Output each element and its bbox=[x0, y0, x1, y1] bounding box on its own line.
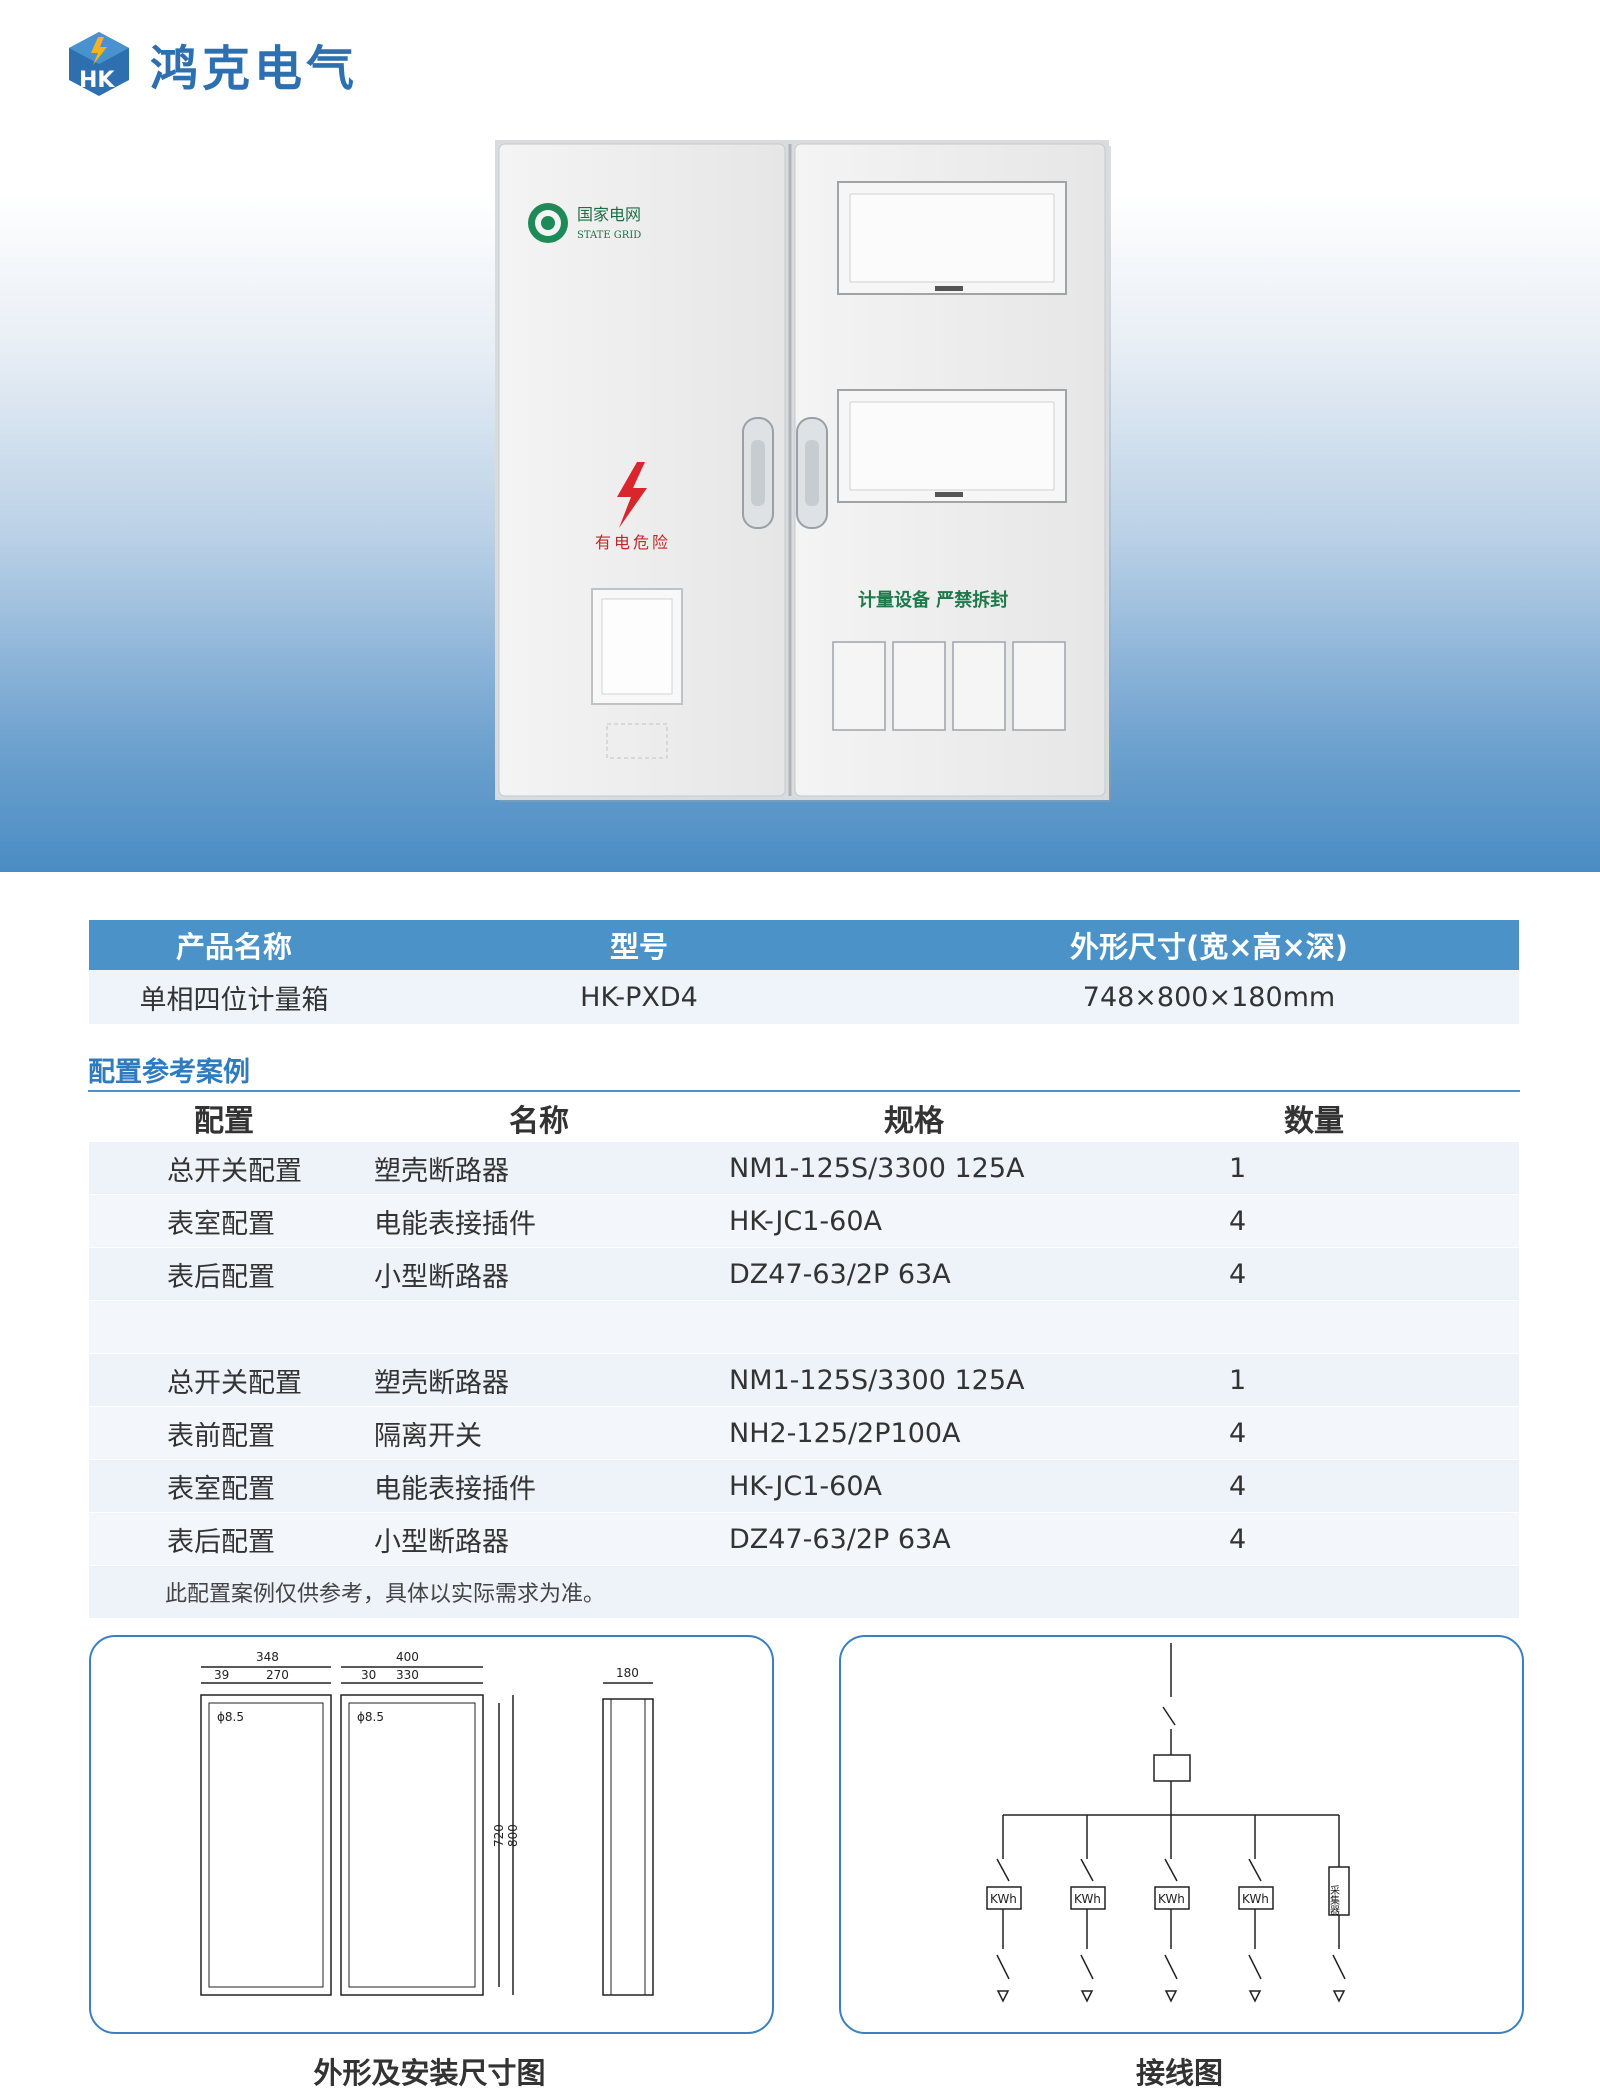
dim-height-outer: 800 bbox=[506, 1824, 520, 1847]
dimension-drawing: 348 400 39 270 30 330 180 ϕ8.5 ϕ8.5 720 … bbox=[200, 1650, 654, 1996]
config-header-config: 配置 bbox=[194, 1104, 254, 1139]
table-row-spacer bbox=[89, 1301, 1519, 1354]
spec-cell: DZ47-63/2P 63A bbox=[729, 1258, 951, 1290]
spec-cell-model: HK-PXD4 bbox=[580, 981, 698, 1013]
hk-logo-icon: HK bbox=[69, 32, 129, 96]
spec-header-name: 产品名称 bbox=[175, 930, 292, 964]
config-cell: 总开关配置 bbox=[167, 1155, 302, 1187]
qty-cell: 4 bbox=[1229, 1470, 1247, 1502]
dim-inner-left: 270 bbox=[266, 1668, 289, 1682]
name-cell: 小型断路器 bbox=[374, 1526, 509, 1558]
config-header-spec: 规格 bbox=[884, 1104, 944, 1139]
dimension-drawing-panel: 348 400 39 270 30 330 180 ϕ8.5 ϕ8.5 720 … bbox=[89, 1635, 774, 2034]
config-cell: 总开关配置 bbox=[167, 1367, 302, 1399]
dim-depth: 180 bbox=[616, 1666, 639, 1680]
spec-cell: NM1-125S/3300 125A bbox=[729, 1152, 1025, 1184]
dim-hole-right: ϕ8.5 bbox=[357, 1710, 384, 1724]
qty-cell: 1 bbox=[1229, 1364, 1247, 1396]
spec-cell: NH2-125/2P100A bbox=[729, 1417, 961, 1449]
spec-cell: HK-JC1-60A bbox=[729, 1470, 882, 1502]
meter-label-1: KWh bbox=[990, 1892, 1017, 1906]
name-cell: 电能表接插件 bbox=[374, 1473, 536, 1505]
spec-cell-size: 748×800×180mm bbox=[1082, 981, 1336, 1013]
qty-cell: 4 bbox=[1229, 1417, 1247, 1449]
grid-logo-en: STATE GRID bbox=[577, 230, 641, 241]
name-cell: 塑壳断路器 bbox=[374, 1155, 509, 1187]
config-cell: 表室配置 bbox=[167, 1208, 275, 1240]
product-photo: 国家电网 STATE GRID 有电危险 计量设备 严禁拆封 bbox=[495, 140, 1113, 804]
spec-header-size: 外形尺寸(宽×高×深) bbox=[1069, 930, 1349, 964]
branch-4 bbox=[1238, 1815, 1274, 2003]
table-row: 表后配置 小型断路器 DZ47-63/2P 63A 4 bbox=[89, 1248, 1519, 1301]
table-row: 表后配置 小型断路器 DZ47-63/2P 63A 4 bbox=[89, 1513, 1519, 1566]
grid-logo-cn: 国家电网 bbox=[577, 205, 641, 224]
config-cell: 表室配置 bbox=[167, 1473, 275, 1505]
dim-hole-left: ϕ8.5 bbox=[217, 1710, 244, 1724]
config-header-name: 名称 bbox=[509, 1104, 569, 1139]
notice-text: 计量设备 严禁拆封 bbox=[858, 589, 1008, 611]
name-cell: 电能表接插件 bbox=[374, 1208, 536, 1240]
dim-inner-right: 330 bbox=[396, 1668, 419, 1682]
config-section-title: 配置参考案例 bbox=[88, 1050, 1520, 1092]
spec-cell: NM1-125S/3300 125A bbox=[729, 1364, 1025, 1396]
name-cell: 塑壳断路器 bbox=[374, 1367, 509, 1399]
dim-offset-left: 39 bbox=[214, 1668, 229, 1682]
spec-table: 产品名称 型号 外形尺寸(宽×高×深) 单相四位计量箱 HK-PXD4 748×… bbox=[89, 920, 1519, 1024]
wiring-diagram-panel: KWh KWh KWh KWh 采集器 bbox=[839, 1635, 1524, 2034]
collector-label: 采集器 bbox=[1328, 1885, 1340, 1916]
config-cell: 表前配置 bbox=[167, 1420, 275, 1452]
branch-2 bbox=[1070, 1815, 1106, 2003]
config-note: 此配置案例仅供参考，具体以实际需求为准。 bbox=[89, 1566, 1519, 1618]
spec-header-model: 型号 bbox=[609, 930, 668, 964]
meter-box-image: 国家电网 STATE GRID 有电危险 计量设备 严禁拆封 bbox=[495, 140, 1111, 802]
logo-mark: HK bbox=[79, 68, 115, 93]
warning-text: 有电危险 bbox=[595, 533, 671, 552]
dim-height-inner: 720 bbox=[492, 1824, 506, 1847]
dimension-drawing-caption: 外形及安装尺寸图 bbox=[313, 2056, 546, 2090]
dim-width-right: 400 bbox=[396, 1650, 419, 1664]
spec-table-header: 产品名称 型号 外形尺寸(宽×高×深) bbox=[89, 920, 1519, 970]
table-row: 表前配置 隔离开关 NH2-125/2P100A 4 bbox=[89, 1407, 1519, 1460]
branch-5 bbox=[1328, 1815, 1350, 2003]
brand-logo[interactable]: HK 鸿克电气 bbox=[64, 26, 358, 102]
branch-3 bbox=[1154, 1815, 1190, 2003]
brand-name: 鸿克电气 bbox=[150, 41, 359, 97]
spec-table-row: 单相四位计量箱 HK-PXD4 748×800×180mm bbox=[89, 970, 1519, 1024]
qty-cell: 4 bbox=[1229, 1258, 1247, 1290]
qty-cell: 1 bbox=[1229, 1152, 1247, 1184]
meter-label-2: KWh bbox=[1074, 1892, 1101, 1906]
branch-1 bbox=[986, 1815, 1022, 2003]
config-header-qty: 数量 bbox=[1284, 1104, 1344, 1139]
wiring-diagram: KWh KWh KWh KWh 采集器 bbox=[986, 1643, 1350, 2003]
config-cell: 表后配置 bbox=[167, 1261, 275, 1293]
lightning-icon bbox=[617, 462, 647, 528]
table-row: 表室配置 电能表接插件 HK-JC1-60A 4 bbox=[89, 1195, 1519, 1248]
wiring-diagram-caption: 接线图 bbox=[1135, 2056, 1223, 2090]
dim-offset-right: 30 bbox=[361, 1668, 376, 1682]
config-table-header: 配置 名称 规格 数量 bbox=[89, 1094, 1519, 1142]
name-cell: 隔离开关 bbox=[374, 1420, 482, 1452]
config-cell: 表后配置 bbox=[167, 1526, 275, 1558]
dim-width-left: 348 bbox=[256, 1650, 279, 1664]
spec-cell: HK-JC1-60A bbox=[729, 1205, 882, 1237]
name-cell: 小型断路器 bbox=[374, 1261, 509, 1293]
meter-label-3: KWh bbox=[1158, 1892, 1185, 1906]
spec-cell-name: 单相四位计量箱 bbox=[139, 984, 329, 1016]
table-row: 表室配置 电能表接插件 HK-JC1-60A 4 bbox=[89, 1460, 1519, 1513]
qty-cell: 4 bbox=[1229, 1523, 1247, 1555]
qty-cell: 4 bbox=[1229, 1205, 1247, 1237]
meter-label-4: KWh bbox=[1242, 1892, 1269, 1906]
table-row: 总开关配置 塑壳断路器 NM1-125S/3300 125A 1 bbox=[89, 1142, 1519, 1195]
table-row: 总开关配置 塑壳断路器 NM1-125S/3300 125A 1 bbox=[89, 1354, 1519, 1407]
config-table: 配置 名称 规格 数量 总开关配置 塑壳断路器 NM1-125S/3300 12… bbox=[89, 1094, 1519, 1618]
spec-cell: DZ47-63/2P 63A bbox=[729, 1523, 951, 1555]
